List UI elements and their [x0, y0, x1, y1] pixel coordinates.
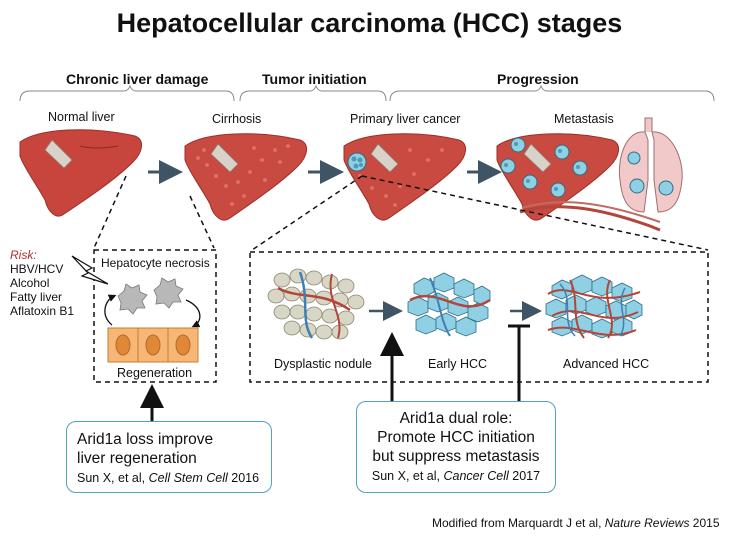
- metastasis-label: Metastasis: [554, 112, 614, 126]
- regeneration-cycle-arrow-right: [185, 299, 201, 328]
- normal-liver-icon: [19, 129, 142, 217]
- metastatic-nodules: [500, 137, 588, 198]
- arid1a-dual-role-box: Arid1a dual role: Promote HCC initiation…: [356, 401, 556, 493]
- stage-chronic-label: Chronic liver damage: [66, 71, 209, 87]
- box-right-line1: Arid1a dual role:: [399, 410, 513, 427]
- regeneration-label: Regeneration: [117, 366, 193, 380]
- box-left-line1: Arid1a loss improve: [77, 431, 214, 448]
- footnote-prefix: Modified from Marquardt J et al,: [432, 516, 602, 530]
- necrosis-cells-icon: [117, 277, 184, 315]
- advanced-hcc-label: Advanced HCC: [563, 357, 650, 371]
- cirrhosis-label: Cirrhosis: [212, 112, 262, 126]
- citation-authors: Sun X, et al,: [77, 471, 146, 485]
- regeneration-cycle-arrow-left: [104, 294, 117, 326]
- regeneration-cells-icon: [107, 327, 199, 363]
- early-hcc-icon: [407, 272, 491, 337]
- regeneration-inset: [93, 249, 217, 383]
- citation-year: 2016: [231, 471, 260, 485]
- citation-authors: Sun X, et al,: [371, 469, 440, 483]
- arid1a-regeneration-box: Arid1a loss improve liver regeneration S…: [66, 421, 272, 493]
- zoom-lines: [93, 175, 709, 251]
- advanced-hcc-icon: [545, 274, 643, 339]
- citation-journal: Cell Stem Cell: [148, 471, 228, 485]
- stage-progression-label: Progression: [497, 71, 579, 87]
- box-right-line2: Promote HCC initiation: [377, 429, 535, 446]
- bracket-progression: [389, 84, 715, 102]
- footnote-year: 2015: [692, 516, 720, 530]
- tumor-progression-inset: [249, 251, 709, 383]
- hepatocyte-necrosis-label: Hepatocyte necrosis: [101, 256, 210, 270]
- risk-item: HBV/HCV: [10, 262, 64, 276]
- normal-liver-label: Normal liver: [48, 110, 115, 124]
- stage-initiation-label: Tumor initiation: [262, 71, 367, 87]
- box-right-citation: Sun X, et al, Cancer Cell 2017: [357, 469, 555, 483]
- cirrhosis-liver-icon: [184, 133, 307, 221]
- footnote-journal: Nature Reviews: [604, 516, 690, 530]
- risk-item: Aflatoxin B1: [10, 304, 75, 318]
- metastasis-liver-icon: [496, 133, 619, 221]
- source-footnote: Modified from Marquardt J et al, Nature …: [432, 516, 720, 530]
- risk-item: Alcohol: [10, 276, 50, 290]
- box-right-line3: but suppress metastasis: [372, 448, 540, 465]
- page-title: Hepatocellular carcinoma (HCC) stages: [116, 8, 623, 38]
- citation-year: 2017: [512, 469, 541, 483]
- stage-brackets: [19, 84, 715, 102]
- box-left-citation: Sun X, et al, Cell Stem Cell 2016: [77, 471, 259, 485]
- citation-journal: Cancer Cell: [443, 469, 509, 483]
- primary-liver-cancer-icon: [343, 133, 466, 221]
- dysplastic-nodule-icon: [267, 268, 365, 340]
- bracket-initiation: [239, 84, 387, 102]
- tumor-nodule-icon: [347, 152, 367, 172]
- early-hcc-label: Early HCC: [428, 357, 488, 371]
- risk-item: Fatty liver: [10, 290, 63, 304]
- lightning-bolt-icon: [71, 255, 109, 285]
- primary-liver-cancer-label: Primary liver cancer: [350, 112, 461, 126]
- risk-heading: Risk:: [10, 248, 37, 262]
- bracket-chronic: [19, 84, 235, 102]
- lungs-icon: [519, 117, 683, 232]
- box-left-line2: liver regeneration: [77, 450, 197, 467]
- dysplastic-nodule-label: Dysplastic nodule: [274, 357, 372, 371]
